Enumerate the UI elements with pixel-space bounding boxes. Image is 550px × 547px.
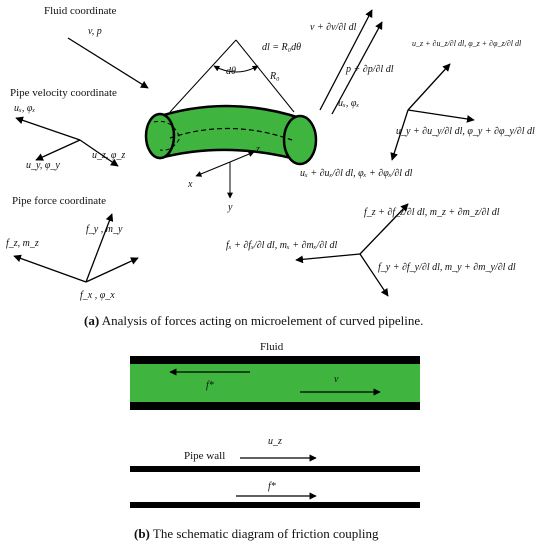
- force-fx-label: f_x , φ_x: [80, 290, 115, 301]
- pipe-wall-top: [130, 466, 420, 472]
- caption-b-tag: (b): [134, 526, 150, 541]
- local-z-axis: [229, 151, 255, 163]
- pipe-velocity-coordinate-title: Pipe velocity coordinate: [10, 87, 117, 99]
- caption-b-text: The schematic diagram of friction coupli…: [153, 526, 379, 541]
- fluid-input-arrow: [67, 37, 149, 89]
- velocity-uy-axis: [35, 139, 81, 161]
- force-fz-label: f_z, m_z: [6, 238, 39, 249]
- force-fy-axis: [85, 213, 114, 283]
- pipe-force-coordinate-title: Pipe force coordinate: [12, 195, 106, 207]
- local-x-axis: [195, 161, 231, 177]
- fluid-v-out-label: v + ∂v/∂l dl: [310, 22, 357, 33]
- force-fy-label: f_y , m_y: [86, 224, 123, 235]
- pipe-wall-label: Pipe wall: [184, 450, 225, 462]
- velocity-ux-axis: [15, 116, 81, 141]
- channel-bottom-wall: [130, 402, 420, 410]
- fluid-vars-label: v, p: [88, 26, 102, 37]
- velocity-ux-label: uₓ, φₓ: [14, 103, 35, 114]
- force-out-top-axis: [359, 203, 409, 255]
- caption-b: (b) The schematic diagram of friction co…: [134, 526, 379, 541]
- pipe-left-end: [144, 112, 176, 160]
- fluid-friction-label: f*: [206, 380, 214, 391]
- curved-pipe-element: dθ R₀ dl = R₀dθ x y z: [144, 39, 318, 213]
- dl-equation: dl = R₀dθ: [262, 42, 301, 53]
- fluid-ux-out-label: uₓ, φₓ: [338, 98, 359, 109]
- velocity-out-top-axis: [407, 63, 451, 111]
- fluid-v-out-arrow: [319, 9, 373, 111]
- force-out-top-label: f_z + ∂f_z/∂l dl, m_z + ∂m_z/∂l dl: [364, 207, 500, 218]
- velocity-out-top-label: u_z + ∂u_z/∂l dl, φ_z + ∂φ_z/∂l dl: [412, 39, 522, 48]
- velocity-out-right-label: u_y + ∂u_y/∂l dl, φ_y + ∂φ_y/∂l dl: [396, 126, 535, 137]
- panel-b: Fluid f* v u_z Pipe wall f* (b) The sche…: [130, 341, 420, 541]
- force-out-left-label: fₓ + ∂fₓ/∂l dl, mₓ + ∂mₓ/∂l dl: [226, 240, 338, 251]
- pipe-left-inner: [153, 120, 181, 151]
- channel-top-wall: [130, 356, 420, 364]
- caption-a-tag: (a): [84, 313, 99, 328]
- fluid-coordinate-title: Fluid coordinate: [44, 5, 117, 17]
- fluid-p-out-arrow: [331, 21, 383, 115]
- radius-label: R₀: [269, 71, 280, 82]
- fluid-label: Fluid: [260, 341, 284, 353]
- caption-a: (a) Analysis of forces acting on microel…: [84, 313, 423, 328]
- velocity-out-right-axis: [407, 109, 475, 123]
- force-fz-axis: [13, 254, 87, 283]
- uz-label: u_z: [268, 436, 282, 447]
- dtheta-label: dθ: [226, 66, 236, 77]
- force-out-bottom-axis: [359, 253, 389, 297]
- caption-a-text: Analysis of forces acting on microelemen…: [102, 313, 424, 328]
- velocity-uz-label: u_z, φ_z: [92, 150, 125, 161]
- fluid-channel: [130, 364, 420, 402]
- dtheta-arc: [213, 65, 259, 73]
- pipe-right-end: [282, 114, 318, 166]
- fluid-velocity-label: v: [334, 374, 339, 385]
- velocity-out-bottom-label: uₓ + ∂uₓ/∂l dl, φₓ + ∂φₓ/∂l dl: [300, 168, 413, 179]
- velocity-out-bottom-axis: [390, 109, 409, 161]
- wall-friction-label: f*: [268, 481, 276, 492]
- force-fx-axis: [85, 257, 139, 283]
- force-out-left-axis: [295, 253, 361, 264]
- pipe-wall-bottom: [130, 502, 420, 508]
- axis-z-label: z: [255, 144, 260, 155]
- axis-y-label: y: [227, 202, 233, 213]
- axis-x-label: x: [187, 179, 193, 190]
- velocity-uz-axis: [79, 139, 119, 167]
- fluid-p-out-label: p + ∂p/∂l dl: [345, 64, 394, 75]
- force-out-bottom-label: f_y + ∂f_y/∂l dl, m_y + ∂m_y/∂l dl: [378, 262, 516, 273]
- velocity-uy-label: u_y, φ_y: [26, 160, 60, 171]
- panel-a: Fluid coordinate v, p Pipe velocity coor…: [6, 5, 535, 328]
